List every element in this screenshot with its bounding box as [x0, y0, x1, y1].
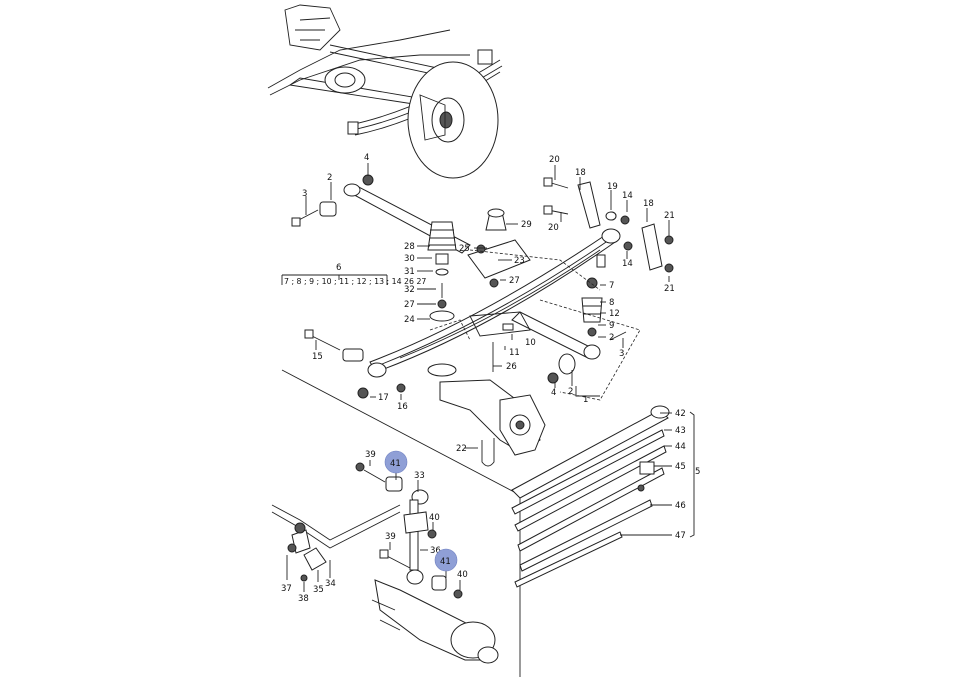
stabilizer-assembly: [271, 462, 499, 664]
buffer-bracket: [467, 208, 531, 288]
callout-42: 42: [675, 409, 686, 419]
leader-lines: [286, 163, 672, 592]
spring-leaves-exploded: [511, 405, 695, 588]
callout-17: 17: [378, 393, 389, 403]
callout-44: 44: [675, 442, 686, 452]
callout-23: 23: [514, 256, 525, 266]
callout-37: 37: [281, 584, 292, 594]
callout-24: 24: [404, 315, 415, 325]
callout-18-left: 18: [575, 168, 586, 178]
callout-2-lower-b: 2: [568, 387, 573, 397]
callout-39-lower: 39: [385, 532, 396, 542]
callout-36: 36: [430, 546, 441, 556]
callout-21-upper: 21: [664, 211, 675, 221]
callout-6-part-list: 7 ; 8 ; 9 ; 10 ; 11 ; 12 ; 13 ; 14 26 27: [284, 277, 426, 286]
callout-4-lower: 4: [551, 388, 556, 398]
callout-2-lower: 2: [609, 333, 614, 343]
callout-43: 43: [675, 426, 686, 436]
callout-25: 25: [459, 244, 470, 254]
callout-46: 46: [675, 501, 686, 511]
callout-10: 10: [525, 338, 536, 348]
bump-stop-stack: [427, 221, 457, 322]
callout-2-upper: 2: [327, 173, 332, 183]
callout-15: 15: [312, 352, 323, 362]
callout-30: 30: [404, 254, 415, 264]
callout-11: 11: [509, 348, 520, 358]
callout-5: 5: [695, 467, 700, 477]
callout-26: 26: [506, 362, 517, 372]
callout-47: 47: [675, 531, 686, 541]
callout-34: 34: [325, 579, 336, 589]
callout-9: 9: [609, 321, 614, 331]
callout-14-lower: 14: [622, 259, 633, 269]
callout-39-upper: 39: [365, 450, 376, 460]
callout-6: 6: [336, 263, 341, 273]
callout-33: 33: [414, 471, 425, 481]
callout-18-right: 18: [643, 199, 654, 209]
vehicle-overview-illustration: [267, 4, 503, 179]
callout-1: 1: [583, 395, 588, 405]
callout-28: 28: [404, 242, 415, 252]
callout-40-upper: 40: [429, 513, 440, 523]
callout-3-lower: 3: [619, 349, 624, 359]
highlighted-callout-41-upper[interactable]: 41: [384, 450, 408, 474]
callout-labels: 4 2 3 20 18 19 14 18 21 20 14 21 29 25 2…: [281, 153, 700, 604]
callout-22: 22: [456, 444, 467, 454]
callout-41-upper: 41: [390, 459, 401, 469]
callout-12: 12: [609, 309, 620, 319]
callout-29: 29: [521, 220, 532, 230]
callout-38: 38: [298, 594, 309, 604]
callout-45: 45: [675, 462, 686, 472]
callout-20-lower: 20: [548, 223, 559, 233]
callout-14-upper: 14: [622, 191, 633, 201]
lower-link-and-axle: [304, 311, 627, 467]
callout-8: 8: [609, 298, 614, 308]
callout-40-lower: 40: [457, 570, 468, 580]
callout-4-upper: 4: [364, 153, 369, 163]
callout-16: 16: [397, 402, 408, 412]
callout-27-left: 27: [404, 300, 415, 310]
highlighted-callout-41-lower[interactable]: 41: [434, 548, 458, 572]
callout-35: 35: [313, 585, 324, 595]
callout-19: 19: [607, 182, 618, 192]
callout-7: 7: [609, 281, 614, 291]
front-bump-stop: [581, 277, 603, 337]
callout-32: 32: [404, 285, 415, 295]
leaf-spring-main: [367, 177, 674, 378]
callout-3-upper: 3: [302, 189, 307, 199]
callout-27-right: 27: [509, 276, 520, 286]
callout-20-top: 20: [549, 155, 560, 165]
callout-31: 31: [404, 267, 415, 277]
callout-41-lower: 41: [440, 557, 451, 567]
callout-21-lower: 21: [664, 284, 675, 294]
